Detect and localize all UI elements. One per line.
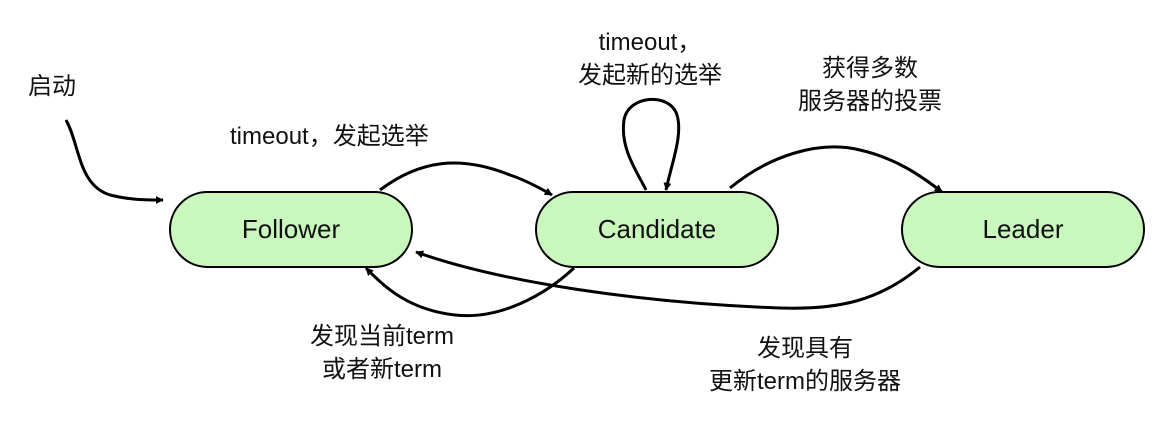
label-candidate-to-follower-line1: 发现当前term (310, 323, 454, 350)
state-leader: Leader (901, 191, 1145, 268)
edge-follower-to-candidate (379, 161, 553, 197)
state-candidate-label: Candidate (597, 214, 717, 244)
start-arrow (64, 119, 164, 204)
label-candidate-to-leader-line2: 服务器的投票 (798, 88, 942, 115)
state-candidate: Candidate (535, 191, 779, 268)
label-leader-to-follower-line1: 发现具有 (757, 335, 853, 362)
label-start: 启动 (28, 73, 76, 100)
label-candidate-self-loop-line2: 发起新的选举 (578, 62, 722, 89)
edge-leader-to-follower (415, 250, 921, 310)
edge-candidate-to-follower (364, 266, 576, 318)
label-follower-to-candidate: timeout，发起选举 (230, 123, 429, 150)
state-leader-label: Leader (982, 214, 1064, 244)
label-candidate-to-leader: 获得多数 服务器的投票 (770, 52, 970, 118)
edge-candidate-self-loop (621, 98, 681, 191)
label-candidate-to-follower-line2: 或者新term (322, 356, 442, 383)
state-follower-label: Follower (241, 214, 341, 244)
label-candidate-to-follower: 发现当前term 或者新term (282, 320, 482, 386)
label-candidate-to-leader-line1: 获得多数 (822, 55, 918, 82)
label-leader-to-follower: 发现具有 更新term的服务器 (680, 332, 930, 398)
label-leader-to-follower-line2: 更新term的服务器 (709, 368, 901, 395)
label-candidate-self-loop: timeout， 发起新的选举 (550, 26, 750, 92)
label-candidate-self-loop-line1: timeout， (598, 29, 702, 56)
state-follower: Follower (169, 191, 413, 268)
edge-candidate-to-leader (729, 145, 943, 194)
